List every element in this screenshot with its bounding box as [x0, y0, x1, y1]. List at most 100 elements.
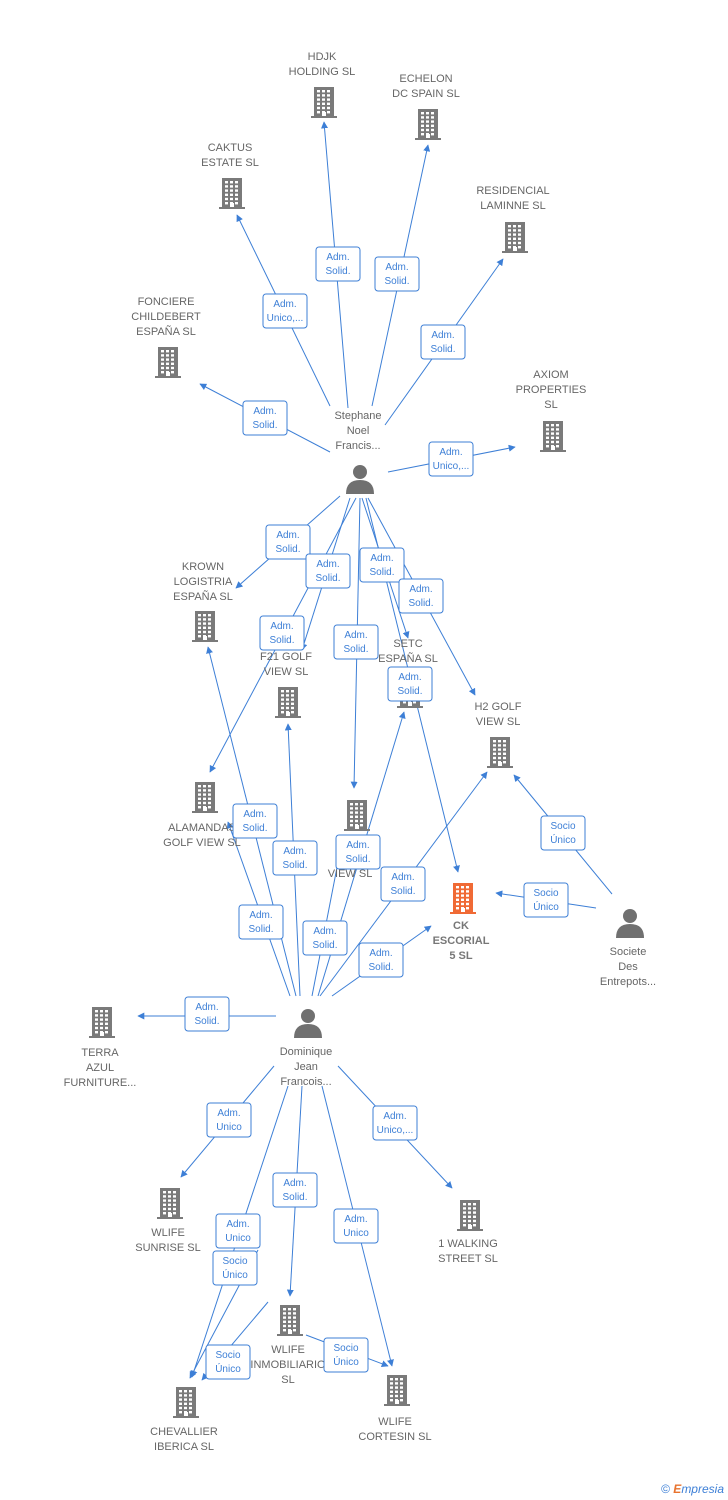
edge-label-text: Adm. — [391, 872, 414, 883]
company-building-icon — [192, 782, 218, 813]
node-dominique[interactable]: DominiqueJeanFrancois... — [280, 1009, 333, 1088]
company-building-icon — [277, 1305, 303, 1336]
edge-label-dominique-to-ckescorial[interactable]: Adm.Solid. — [358, 942, 404, 978]
edge-label-stephane-to-echelon[interactable]: Adm.Solid. — [374, 256, 420, 292]
node-f21[interactable]: F21 GOLF VIEW SL — [260, 651, 312, 718]
node-label-line: STREET SL — [438, 1253, 498, 1265]
edge-label-stephane-to-ckescorial[interactable]: Adm.Solid. — [387, 666, 433, 702]
edge-label-stephane-to-krown[interactable]: Adm. Solid. — [265, 524, 311, 560]
edge-label-dominique-to-setc[interactable]: Adm.Solid. — [302, 920, 348, 956]
edge-label-dominique-to-terra[interactable]: Adm.Solid. — [184, 996, 230, 1032]
edge-label-text: Único — [333, 1355, 359, 1368]
edge-label-text: Adm. — [226, 1219, 249, 1230]
edge-label-stephane-to-alamandas[interactable]: Adm.Solid. — [259, 615, 305, 651]
node-label-line: CAKTUS — [208, 142, 253, 154]
edge-label-text: Adm. — [217, 1108, 240, 1119]
edge-label-dominique-to-chevallier[interactable]: Adm.Unico — [215, 1213, 261, 1249]
company-building-icon — [487, 737, 513, 768]
node-caktus[interactable]: CAKTUS ESTATE SL — [201, 142, 259, 209]
node-label-line: CHILDEBERT — [131, 311, 201, 323]
node-label-line: VIEW SL — [264, 666, 309, 678]
edge-label-stephane-to-es1view[interactable]: Adm.Solid. — [333, 624, 379, 660]
node-label-line: Jean — [294, 1061, 318, 1073]
company-building-icon — [157, 1188, 183, 1219]
edge-label-text: Solid. — [325, 266, 350, 277]
edge-label-text: Adm. — [370, 553, 393, 564]
edge-label-text: Solid. — [248, 924, 273, 935]
edge-label-text: Socio — [533, 888, 558, 899]
edge-label-dominique-to-alamandas[interactable]: Adm.Solid. — [238, 904, 284, 940]
edge-label-text: Solid. — [397, 686, 422, 697]
node-label-line: Noel — [347, 425, 370, 437]
edge-label-text: Solid. — [242, 823, 267, 834]
edge-label-stephane-to-setc[interactable]: Adm.Solid. — [359, 547, 405, 583]
node-label-line: SL — [544, 399, 557, 411]
edge-label-dominique-to-h2golf[interactable]: Adm.Solid. — [380, 866, 426, 902]
node-label-line: ESCORIAL — [433, 935, 490, 947]
node-label-line: ESTATE SL — [201, 157, 259, 169]
edge-label-text: Adm. — [316, 559, 339, 570]
edge-label-dominique-to-wlifeinm[interactable]: Adm.Solid. — [272, 1172, 318, 1208]
company-building-icon — [344, 800, 370, 831]
node-label-line: F21 GOLF — [260, 651, 312, 663]
edge-label-stephane-to-axiom[interactable]: Adm.Unico,... — [428, 441, 474, 477]
node-label-line: CHEVALLIER — [150, 1426, 218, 1438]
edge-label-stephane-to-fonciere[interactable]: Adm.Solid. — [242, 400, 288, 436]
edge-label-text: Único — [222, 1268, 248, 1281]
edge-label-stephane-to-residencial[interactable]: Adm.Solid. — [420, 324, 466, 360]
node-stephane[interactable]: StephaneNoelFrancis... — [334, 410, 382, 494]
edge-label-dominique-to-walking[interactable]: Adm.Unico,... — [372, 1105, 418, 1141]
edge-label-text: Unico,... — [433, 461, 470, 472]
edge-label-text: Solid. — [312, 940, 337, 951]
node-societe[interactable]: SocieteDesEntrepots... — [600, 909, 656, 988]
edge-label-text: Unico — [343, 1228, 369, 1239]
edge-label-text: Solid. — [343, 644, 368, 655]
edge-label-text: Adm. — [276, 530, 299, 541]
node-label-line: H2 GOLF — [474, 701, 521, 713]
edge-label-text: Adm. — [431, 330, 454, 341]
edges-layer — [137, 121, 613, 1381]
edge-label-text: Solid. — [368, 962, 393, 973]
node-label-line: CORTESIN SL — [358, 1431, 431, 1443]
company-building-icon — [89, 1007, 115, 1038]
company-building-icon — [457, 1200, 483, 1231]
node-label-line: LOGISTRIA — [174, 576, 233, 588]
edge-label-stephane-to-f21[interactable]: Adm.Solid. — [305, 553, 351, 589]
node-terra[interactable]: TERRAAZULFURNITURE... — [64, 1007, 137, 1089]
edge-label-text: Adm. — [383, 1111, 406, 1122]
edge-label-dominique-to-krown[interactable]: Adm.Solid. — [232, 803, 278, 839]
node-label-line: SL — [281, 1374, 294, 1386]
edge-label-text: Solid. — [275, 544, 300, 555]
edge-label-stephane-to-caktus[interactable]: Adm. Unico,... — [262, 293, 308, 329]
edge-label-text: Unico,... — [267, 313, 304, 324]
edge-label-dominique-to-cortesin[interactable]: Adm.Unico — [333, 1208, 379, 1244]
edge-label-text: Adm. — [273, 299, 296, 310]
edge-label-dominique-to-es1view[interactable]: Adm.Solid. — [335, 834, 381, 870]
edge-label-stephane-to-hdjk[interactable]: Adm.Solid. — [315, 246, 361, 282]
edge-label-dominique-to-wlifesunrise[interactable]: Adm.Unico — [206, 1102, 252, 1138]
company-building-icon — [219, 178, 245, 209]
edge-label-stephane-to-h2golf[interactable]: Adm.Solid. — [398, 578, 444, 614]
edge-label-text: Adm. — [195, 1002, 218, 1013]
edge-label-dominique-to-f21[interactable]: Adm.Solid. — [272, 840, 318, 876]
empresia-logo[interactable]: Empresia — [673, 1482, 724, 1496]
